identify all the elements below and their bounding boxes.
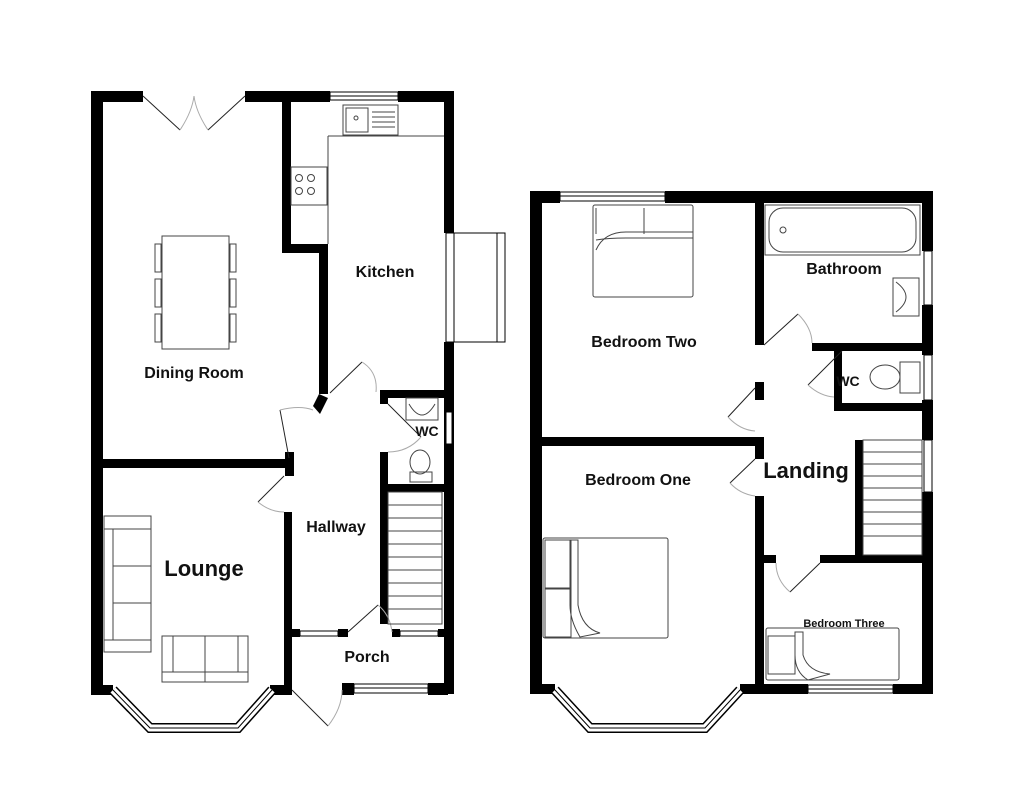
room-label-dining-room: Dining Room [144,365,244,382]
room-label-hallway: Hallway [306,519,366,536]
first-floor-walls [530,191,933,694]
room-label-bedroom-one: Bedroom One [585,472,691,489]
first-floor-windows [551,191,933,733]
room-label-porch: Porch [344,649,390,666]
ground-floor-fixtures [103,104,444,683]
room-label-ground-wc: WC [415,423,439,439]
room-label-bedroom-two: Bedroom Two [591,334,697,351]
first-floor-doors [727,313,843,593]
room-label-bathroom: Bathroom [806,261,882,278]
room-label-first-wc: WC [836,373,860,389]
ground-floor-doors [142,95,422,727]
room-label-bedroom-three: Bedroom Three [803,618,885,630]
first-floor-fixtures [542,204,923,681]
room-label-kitchen: Kitchen [355,264,415,281]
room-label-lounge: Lounge [164,556,244,581]
ground-floor-windows [109,91,506,733]
ground-floor-walls [91,91,454,695]
room-label-landing: Landing [763,458,849,483]
